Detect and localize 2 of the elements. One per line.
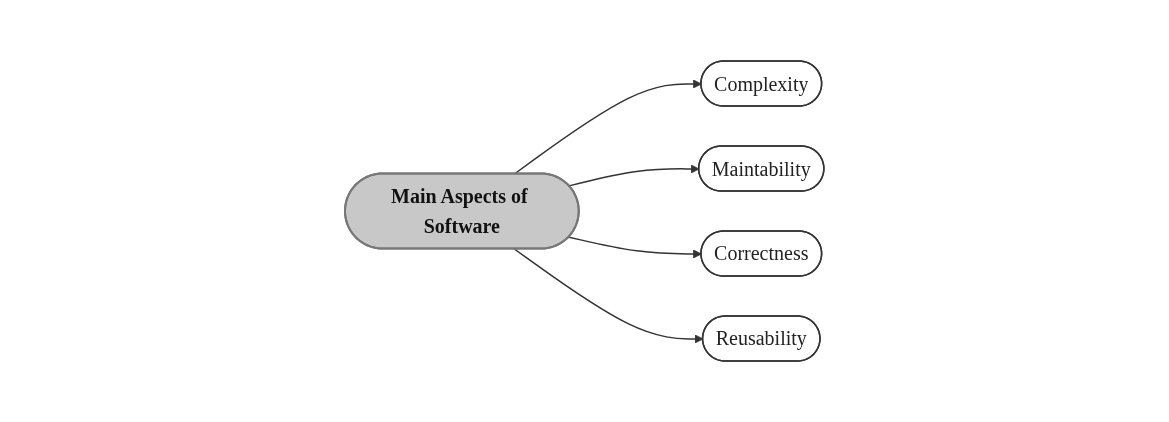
arrow [513,79,702,175]
arrow [568,236,702,259]
